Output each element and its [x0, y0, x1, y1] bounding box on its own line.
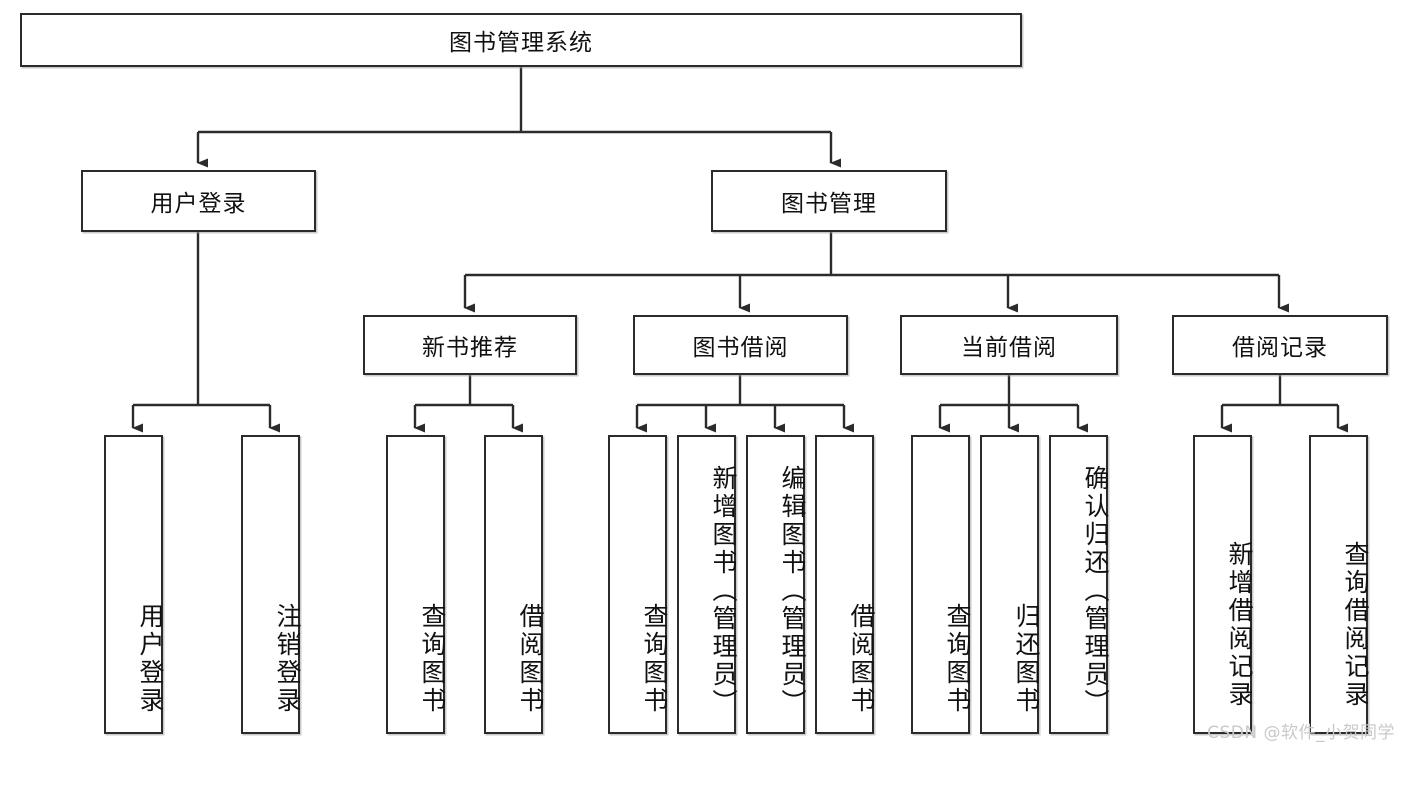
node-borrow-record-label: 借阅记录: [1232, 335, 1328, 361]
csdn-watermark: CSDN @软件_小贺同学: [1207, 723, 1395, 743]
leaf-node-newbook-borrow[interactable]: [484, 435, 543, 734]
node-current-borrow[interactable]: 当前借阅: [900, 315, 1118, 375]
leaf-node-user-login-logout[interactable]: [241, 435, 300, 734]
leaf-node-user-login-login[interactable]: [104, 435, 163, 734]
leaf-node-bookborrow-edit[interactable]: [746, 435, 805, 734]
node-user-login[interactable]: 用户登录: [81, 170, 316, 232]
connectors: [131, 67, 1348, 433]
node-current-borrow-label: 当前借阅: [961, 335, 1057, 361]
node-new-book-recommend-label: 新书推荐: [422, 335, 518, 361]
leaf-node-bookborrow-borrow[interactable]: [815, 435, 874, 734]
node-book-borrow[interactable]: 图书借阅: [633, 315, 848, 375]
leaf-node-bookborrow-add[interactable]: [677, 435, 736, 734]
node-root-book-management-system[interactable]: 图书管理系统: [20, 13, 1022, 67]
node-new-book-recommend[interactable]: 新书推荐: [363, 315, 577, 375]
node-book-management[interactable]: 图书管理: [711, 170, 947, 232]
leaf-node-bookborrow-query[interactable]: [608, 435, 667, 734]
node-user-login-label: 用户登录: [150, 191, 247, 217]
leaf-node-borrowrecord-add[interactable]: [1193, 435, 1252, 734]
leaf-node-borrowrecord-query[interactable]: [1309, 435, 1368, 734]
node-book-borrow-label: 图书借阅: [692, 335, 789, 361]
leaf-node-currentborrow-confirm-return[interactable]: [1049, 435, 1108, 734]
node-borrow-record[interactable]: 借阅记录: [1172, 315, 1388, 375]
leaf-node-newbook-query[interactable]: [386, 435, 445, 734]
node-root-label: 图书管理系统: [449, 30, 593, 56]
leaf-node-currentborrow-query[interactable]: [911, 435, 970, 734]
hierarchy-diagram-canvas: [131, 67, 1348, 433]
leaf-node-currentborrow-return[interactable]: [980, 435, 1039, 734]
node-book-management-label: 图书管理: [781, 191, 877, 217]
